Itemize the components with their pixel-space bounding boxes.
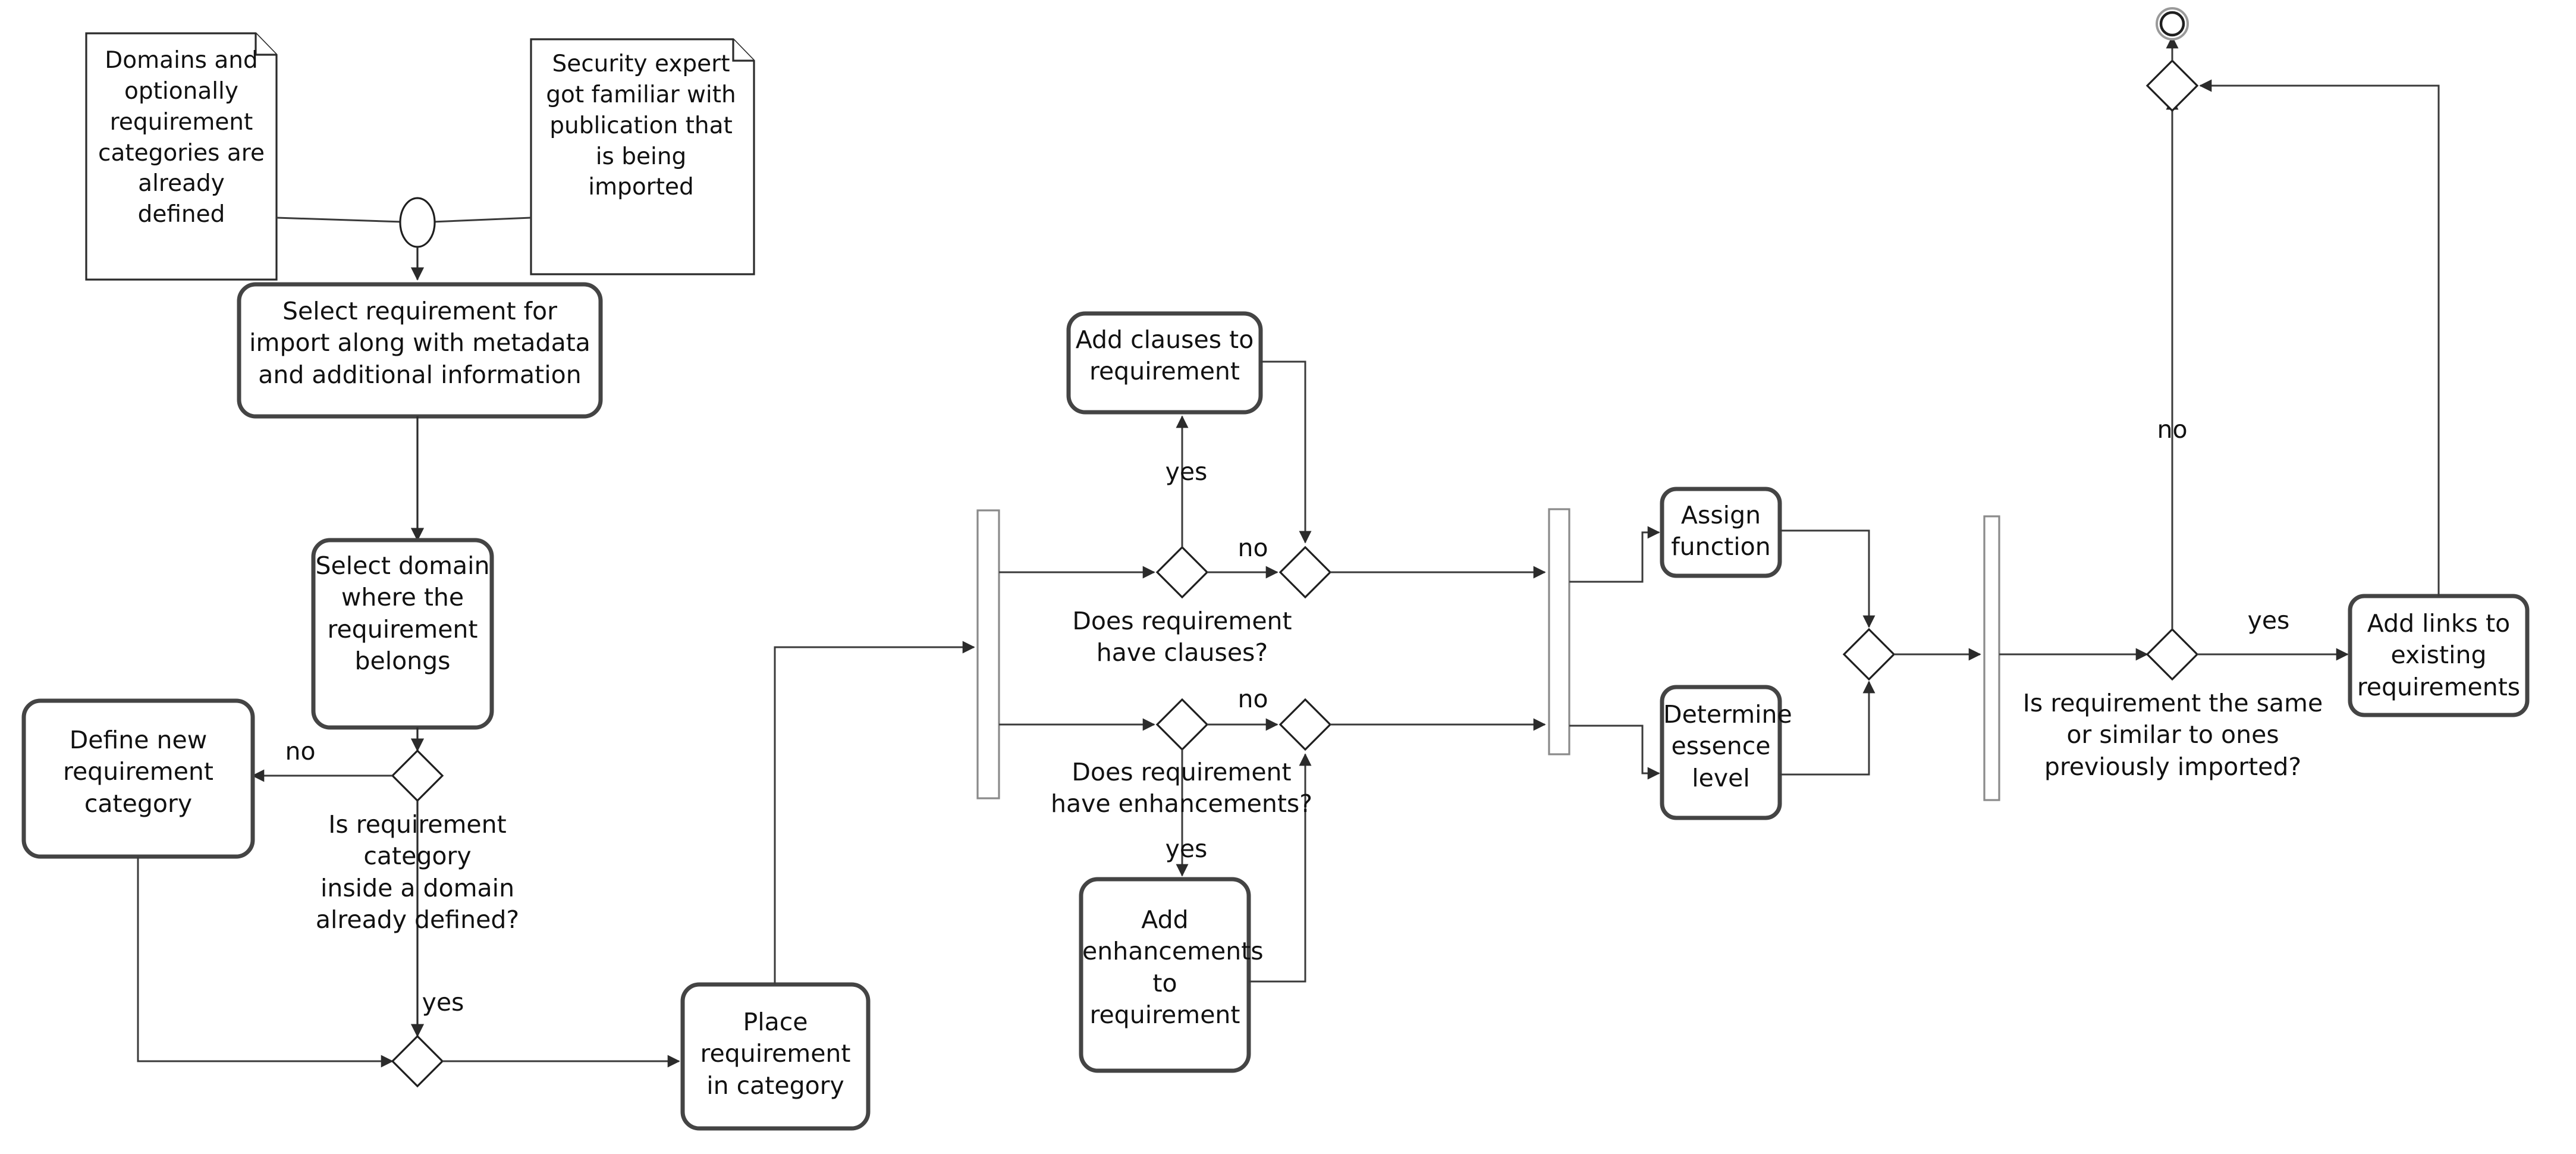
note-domains-label: Domains and optionally requirement categ… [98, 47, 265, 228]
edge-determine-essence-to-join [1780, 681, 1876, 776]
place-requirement-hit[interactable] [683, 984, 868, 1128]
edge-place-requirement-to-fork [774, 641, 975, 984]
determine-essence-hit[interactable] [1662, 687, 1780, 818]
place-requirement-label: Place requirement in category [700, 1008, 851, 1100]
add-clauses-hit[interactable] [1069, 313, 1261, 412]
assign-function-label: Assign function [1671, 501, 1771, 562]
define-new-category-label: Define new requirement category [63, 726, 213, 818]
edge-add-clauses-to-merge [1261, 360, 1312, 544]
note-link-right [432, 217, 532, 223]
edge-label-clauses-no: no [1237, 534, 1268, 562]
edge-label-enhancements-no: no [1237, 685, 1268, 713]
activity-final-node-inner [2159, 11, 2185, 37]
enhancements-merge-shape [1278, 698, 1332, 751]
note-link-left [276, 217, 403, 223]
category-defined-question: Is requirement category inside a domain … [315, 810, 520, 934]
edge-fork2-to-assign-function [1569, 526, 1660, 583]
final-merge-shape [2145, 59, 2199, 112]
essence-join-shape [1842, 628, 1896, 681]
determine-essence-shape[interactable] [1660, 685, 1782, 820]
assign-function-hit[interactable] [1662, 489, 1780, 576]
category-merge-shape [391, 1034, 444, 1088]
edge-label-similar-no: no [2157, 415, 2188, 444]
have-enhancements-decision-shape[interactable] [1155, 698, 1209, 751]
fork-bar-2 [1548, 508, 1570, 755]
edge-define-category-to-merge [137, 857, 394, 1068]
have-enhancements-question: Does requirement have enhancements? [1050, 758, 1313, 819]
have-clauses-question: Does requirement have clauses? [1072, 607, 1292, 667]
add-enhancements-label: Add enhancements to requirement [1082, 905, 1264, 1029]
category-defined-decision-shape[interactable] [391, 749, 444, 802]
add-enhancements-hit[interactable] [1081, 879, 1249, 1071]
select-requirement-shape[interactable] [237, 282, 603, 419]
define-new-category-hit[interactable] [24, 701, 253, 857]
add-links-hit[interactable] [2350, 596, 2527, 715]
edge-fork2-to-determine-essence [1569, 725, 1660, 780]
edge-add-enhancements-to-merge [1249, 753, 1312, 983]
edge-label-clauses-yes: yes [1165, 457, 1208, 486]
add-enhancements-shape[interactable] [1079, 877, 1251, 1073]
note-security-expert-shape [530, 38, 755, 275]
edge-label-category-yes: yes [422, 988, 464, 1017]
edge-add-links-to-top-merge [2199, 79, 2440, 596]
edge-label-similar-yes: yes [2247, 606, 2290, 635]
select-domain-label: Select domain where the requirement belo… [315, 551, 490, 675]
select-domain-hit[interactable] [313, 540, 492, 727]
add-clauses-shape[interactable] [1066, 311, 1263, 415]
fork-bar-1 [976, 509, 1000, 799]
add-links-label: Add links to existing requirements [2357, 609, 2521, 701]
merge-node-circle [399, 197, 436, 248]
select-requirement-label: Select requirement for import along with… [249, 297, 590, 389]
same-or-similar-question: Is requirement the same or similar to on… [2022, 689, 2323, 781]
join-bar-3 [1983, 515, 2000, 801]
note-domains-shape [85, 32, 278, 281]
note-security-expert-label: Security expert got familiar with public… [546, 51, 736, 201]
clauses-merge-shape [1278, 545, 1332, 599]
have-clauses-decision-shape[interactable] [1155, 545, 1209, 599]
determine-essence-label: Determine essence level [1663, 700, 1792, 792]
edge-label-category-no: no [285, 737, 316, 766]
add-clauses-label: Add clauses to requirement [1075, 325, 1254, 386]
select-requirement-hit[interactable] [239, 284, 601, 416]
select-domain-shape[interactable] [311, 538, 494, 730]
assign-function-shape[interactable] [1660, 487, 1782, 578]
same-or-similar-decision-shape[interactable] [2145, 628, 2199, 681]
edge-label-enhancements-yes: yes [1165, 835, 1208, 863]
edge-assign-function-to-join [1780, 529, 1876, 628]
